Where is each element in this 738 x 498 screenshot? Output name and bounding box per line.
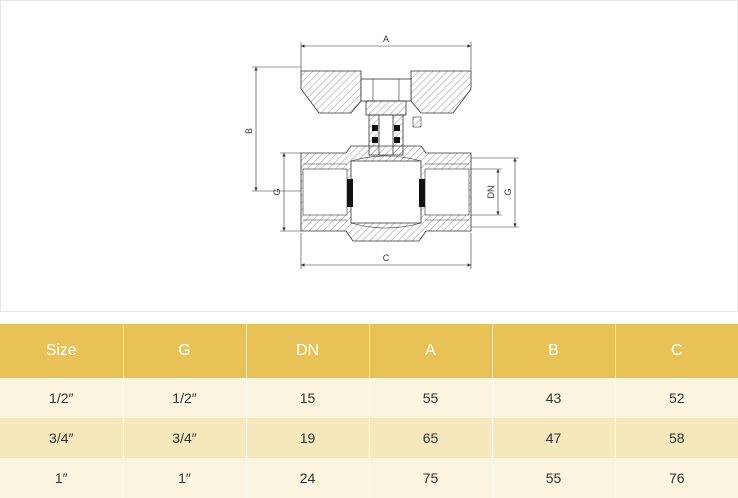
table-header-row: Size G DN A B C: [0, 324, 738, 378]
header-b: B: [492, 324, 616, 378]
cell-dn: 15: [246, 378, 370, 418]
cell-g: 1″: [123, 458, 247, 498]
cell-c: 52: [615, 378, 738, 418]
header-c: C: [615, 324, 738, 378]
cell-size: 3/4″: [0, 418, 124, 458]
cell-size: 1/2″: [0, 378, 124, 418]
dimension-label-a: A: [383, 34, 389, 44]
dimension-label-c: C: [383, 253, 390, 263]
dimension-lines: [252, 42, 519, 269]
cell-a: 55: [369, 378, 493, 418]
dimension-label-dn: DN: [486, 186, 496, 199]
table-row: 1/2″ 1/2″ 15 55 43 52: [0, 378, 738, 418]
dimension-label-g-right: G: [503, 188, 513, 195]
cell-size: 1″: [0, 458, 124, 498]
cell-b: 47: [492, 418, 616, 458]
cell-g: 3/4″: [123, 418, 247, 458]
valve-body: [300, 145, 472, 242]
dimension-label-b: B: [244, 128, 254, 134]
butterfly-handle: [300, 70, 472, 114]
table-row: 1″ 1″ 24 75 55 76: [0, 458, 738, 498]
technical-drawing-panel: A B C G DN G: [0, 0, 738, 312]
size-spec-table: Size G DN A B C 1/2″ 1/2″ 15 55 43 52 3/…: [0, 324, 738, 498]
dimension-label-g-left: G: [272, 188, 282, 195]
header-g: G: [123, 324, 247, 378]
header-a: A: [369, 324, 493, 378]
cell-c: 58: [615, 418, 738, 458]
header-size: Size: [0, 324, 124, 378]
cell-dn: 19: [246, 418, 370, 458]
cell-a: 75: [369, 458, 493, 498]
ball-valve-drawing: A B C G DN G: [244, 34, 519, 269]
cell-dn: 24: [246, 458, 370, 498]
cell-b: 55: [492, 458, 616, 498]
cell-g: 1/2″: [123, 378, 247, 418]
header-dn: DN: [246, 324, 370, 378]
cell-c: 76: [615, 458, 738, 498]
cell-b: 43: [492, 378, 616, 418]
table-row: 3/4″ 3/4″ 19 65 47 58: [0, 418, 738, 458]
cell-a: 65: [369, 418, 493, 458]
